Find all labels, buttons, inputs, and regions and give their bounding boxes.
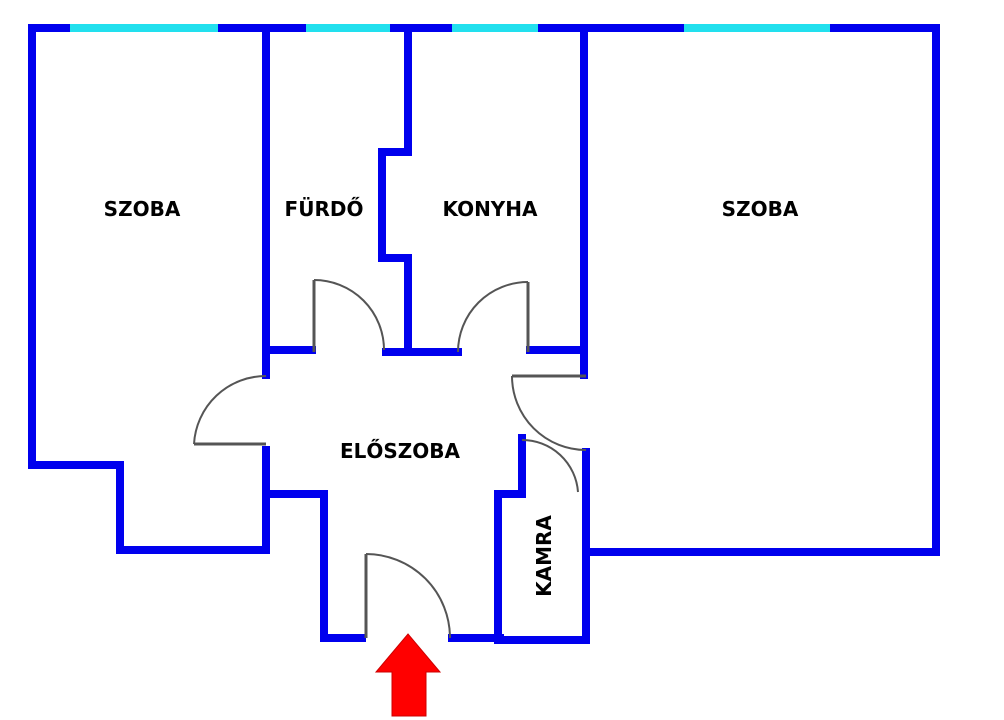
label-furdo: FÜRDŐ [285,197,364,221]
wall-hall-bottom [262,490,366,642]
left-wall [28,24,270,554]
label-eloszoba: ELŐSZOBA [340,439,461,463]
up-arrow-icon [374,633,442,717]
door-entrance [364,553,451,639]
wall-szoba-right-lower [496,448,590,644]
wall-furdo-konyha [378,24,412,356]
walls [28,24,940,644]
wall-kamra [494,434,526,644]
top-wall [28,24,940,556]
label-kamra: KAMRA [532,515,556,597]
door-szoba-right [511,374,587,451]
doors [193,279,587,639]
label-szoba-left: SZOBA [104,197,181,221]
door-furdo [312,279,385,352]
door-konyha [457,281,530,353]
label-szoba-right: SZOBA [722,197,799,221]
room-labels: SZOBA FÜRDŐ KONYHA SZOBA ELŐSZOBA KAMRA [104,197,799,597]
door-kamra [521,438,579,493]
door-szoba-left [193,374,267,446]
label-konyha: KONYHA [442,197,538,221]
